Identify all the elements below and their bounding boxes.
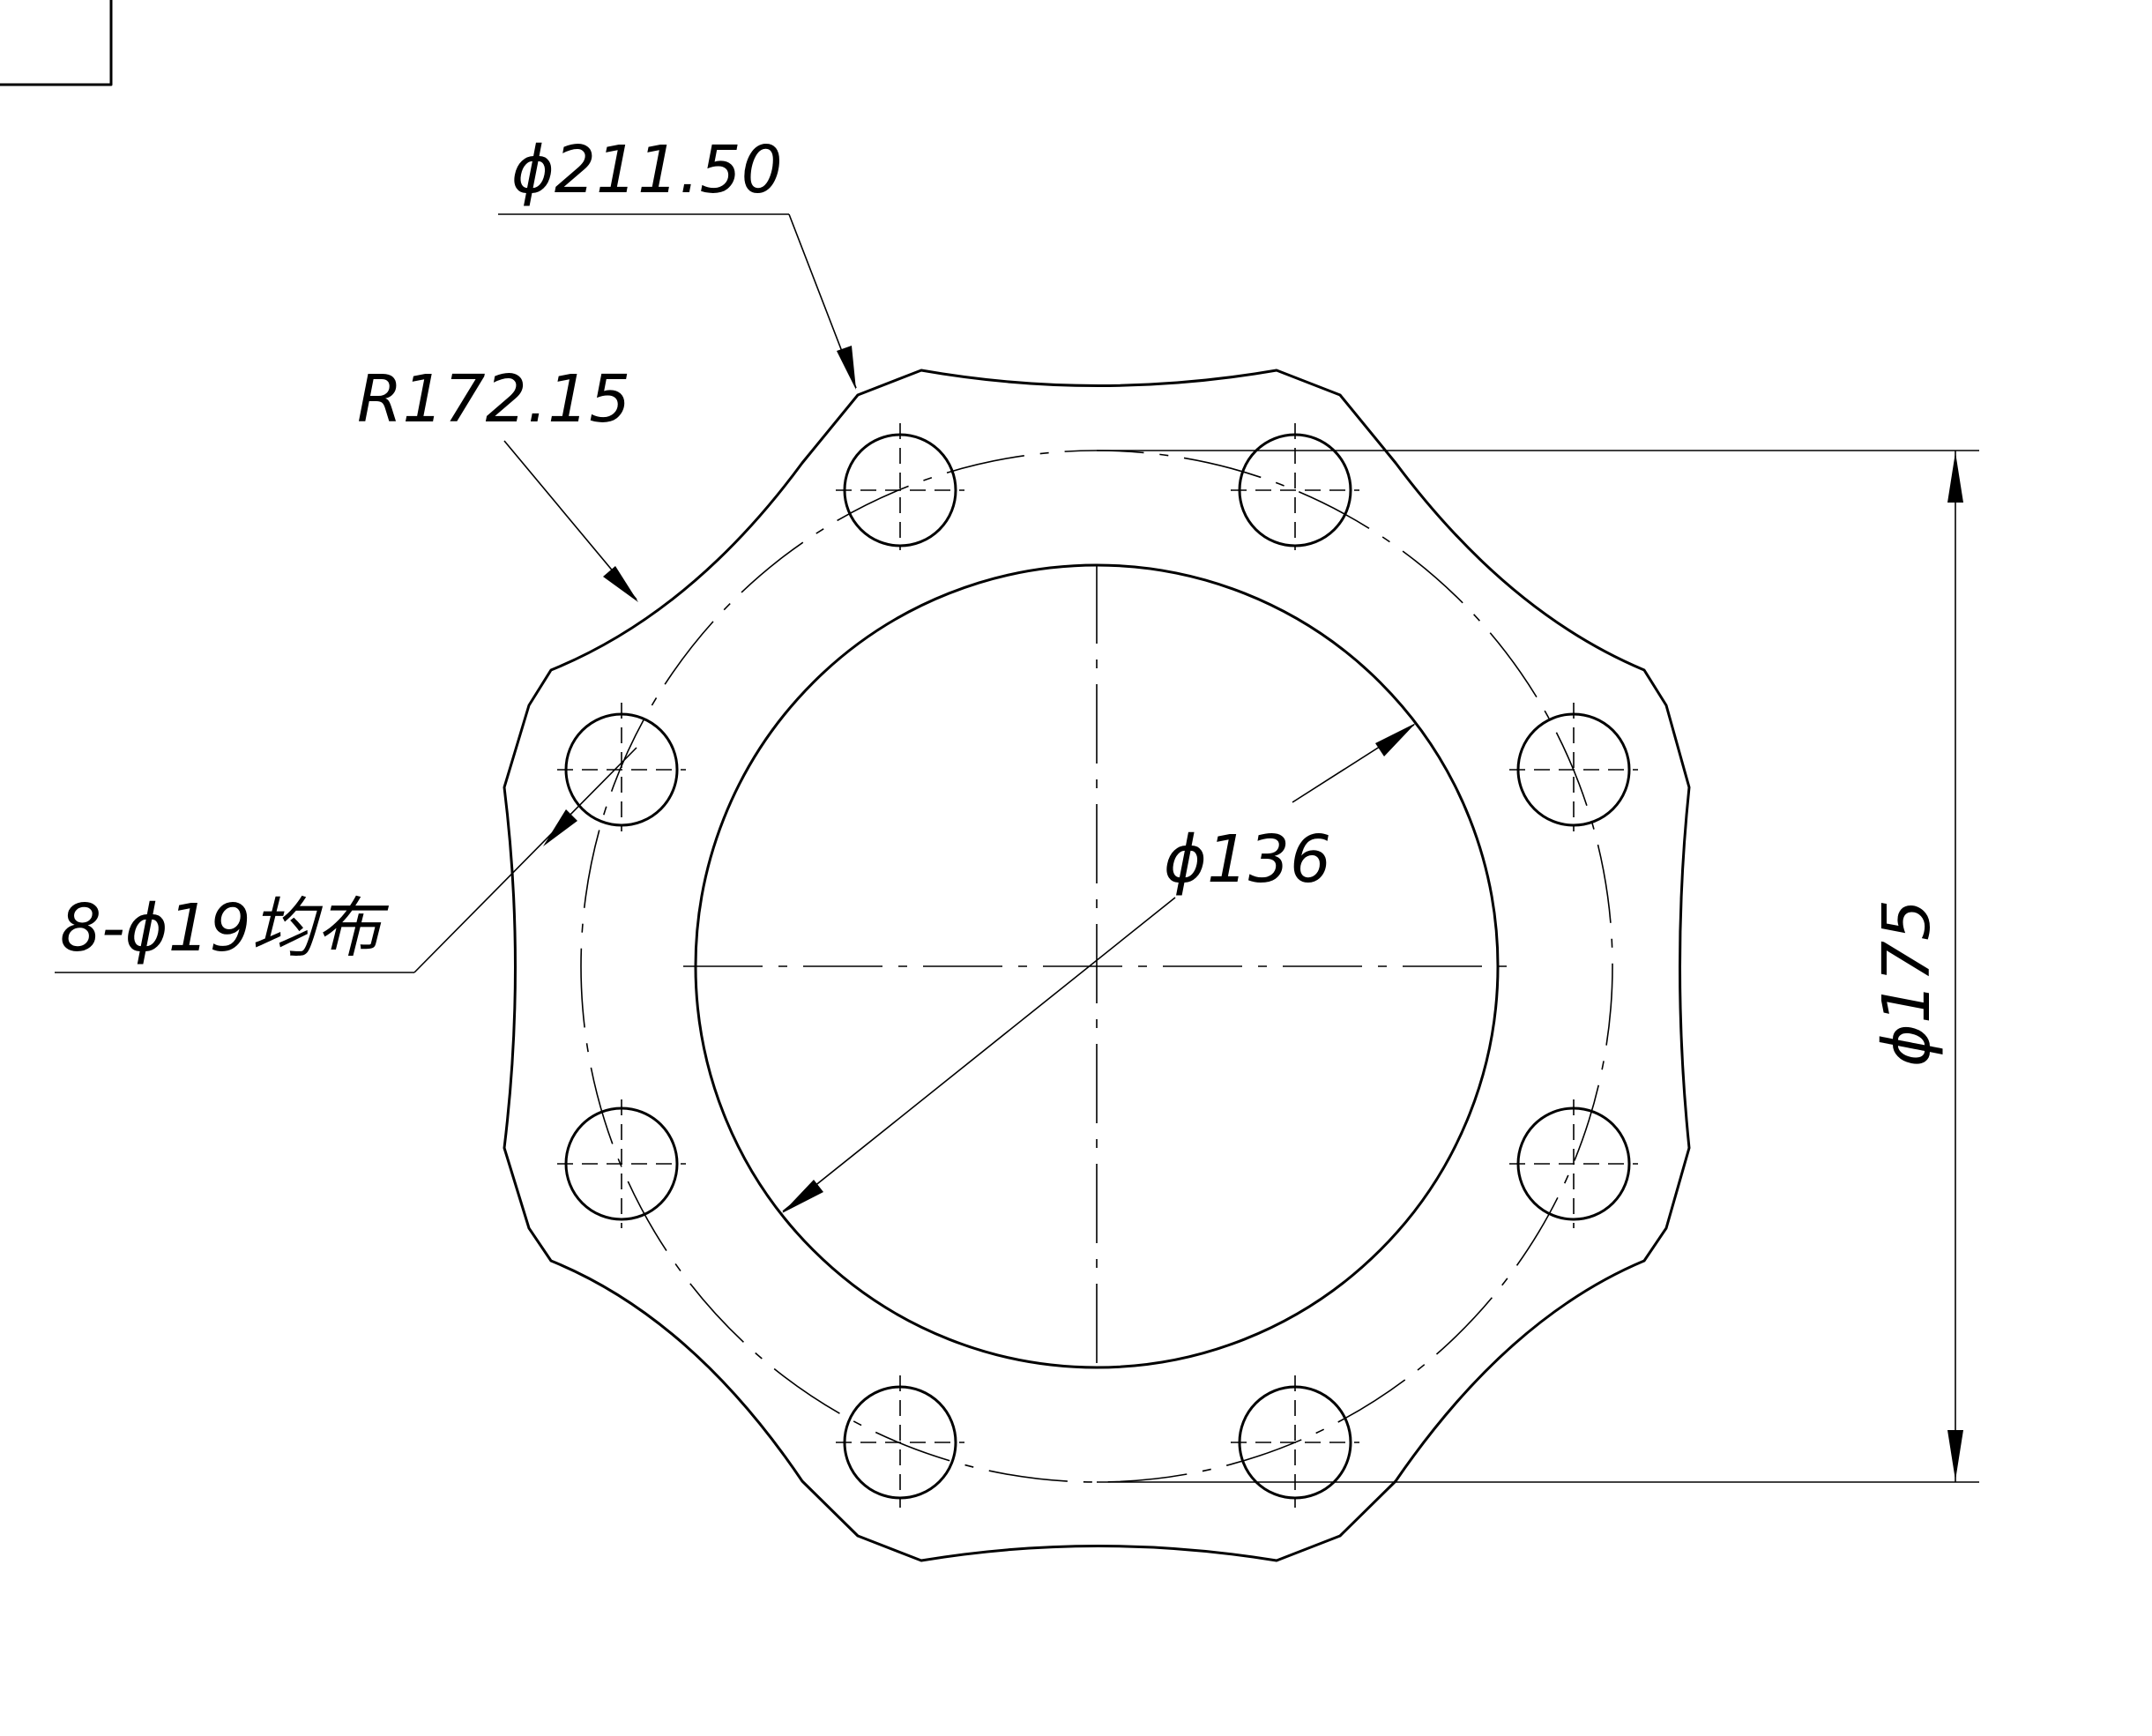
bolt-hole <box>557 703 686 831</box>
dim-arc-radius: R172.15 <box>357 361 638 602</box>
flange-outline <box>503 369 1691 1562</box>
bolt-hole <box>836 423 964 550</box>
dim-outer-diameter-label: ϕ211.50 <box>511 132 783 208</box>
frame-corner <box>0 0 113 86</box>
bolt-hole <box>1509 703 1638 831</box>
dim-bore-diameter: ϕ136 <box>782 723 1416 1213</box>
dim-bore-diameter-label: ϕ136 <box>1164 822 1331 898</box>
bolt-hole <box>836 1375 964 1508</box>
bolt-hole <box>1509 1099 1638 1228</box>
dim-arc-radius-label: R172.15 <box>357 361 630 437</box>
bolt-hole <box>557 1099 686 1228</box>
bolt-holes <box>557 423 1638 1508</box>
bolt-hole <box>1231 1375 1359 1508</box>
dim-outer-diameter: ϕ211.50 <box>498 132 857 390</box>
dim-holes-note-label: 8-ϕ19均布 <box>60 890 390 966</box>
bolt-hole <box>1231 423 1359 550</box>
dim-bolt-circle-label: ϕ175 <box>1869 899 1945 1067</box>
dim-holes-note: 8-ϕ19均布 <box>55 747 637 973</box>
dim-bolt-circle: ϕ175 <box>1097 450 1979 1483</box>
